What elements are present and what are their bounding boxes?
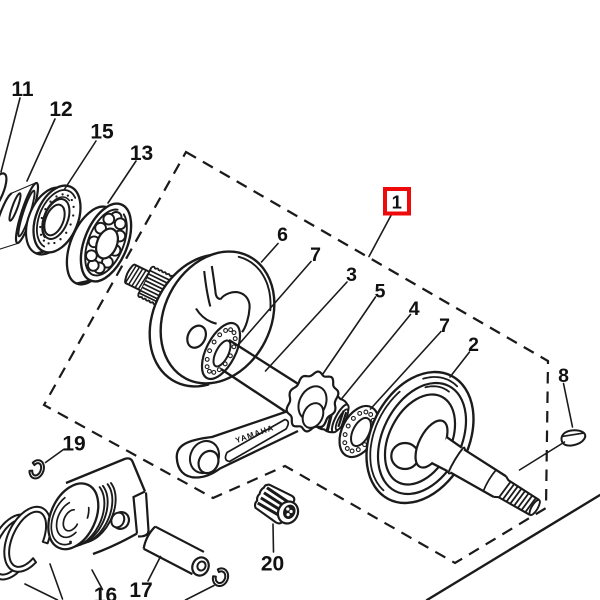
svg-text:1: 1 (392, 192, 402, 213)
svg-text:7: 7 (310, 244, 321, 266)
svg-text:20: 20 (261, 553, 284, 576)
svg-text:16: 16 (94, 584, 117, 600)
svg-text:8: 8 (558, 365, 569, 387)
svg-text:17: 17 (129, 579, 152, 600)
svg-text:12: 12 (49, 98, 72, 121)
svg-text:19: 19 (62, 433, 85, 456)
svg-text:6: 6 (277, 224, 288, 246)
svg-text:3: 3 (346, 264, 357, 286)
svg-text:15: 15 (90, 121, 114, 144)
svg-text:11: 11 (11, 78, 34, 101)
svg-text:5: 5 (375, 281, 386, 303)
svg-text:7: 7 (439, 315, 450, 337)
svg-text:2: 2 (468, 334, 479, 356)
svg-text:13: 13 (130, 142, 153, 165)
svg-text:4: 4 (409, 298, 420, 320)
